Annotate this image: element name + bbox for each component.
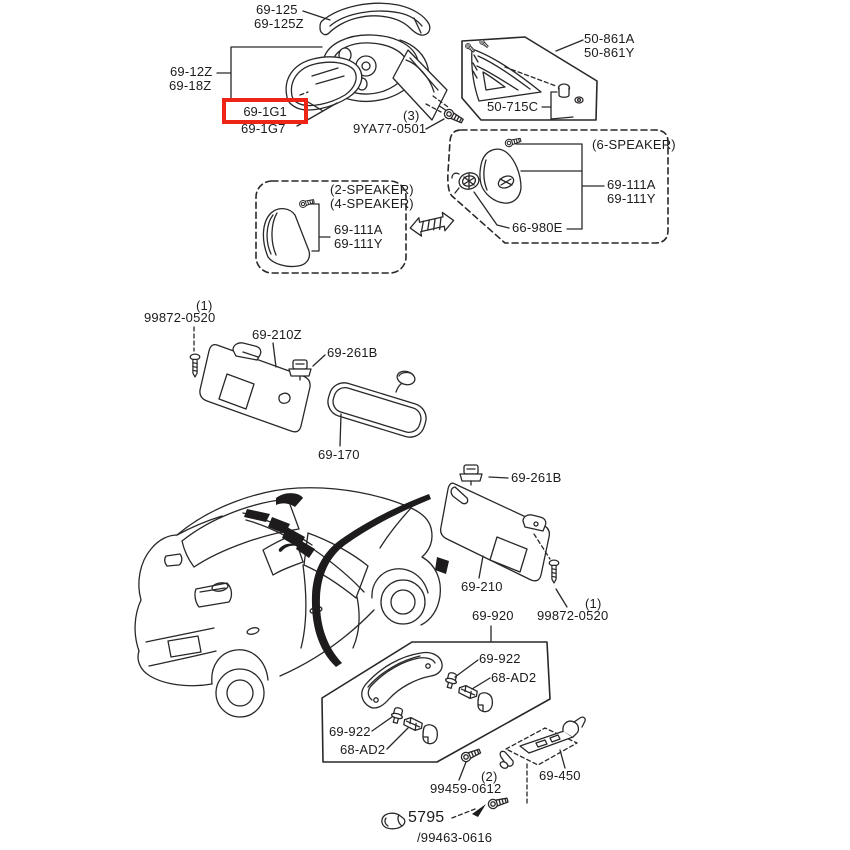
label-garnish[interactable]: 50-861A xyxy=(584,31,635,46)
label-speaker6-variant: (6-SPEAKER) xyxy=(592,137,676,152)
label-visorR-holder[interactable]: 69-261B xyxy=(511,470,562,485)
mirror-sail-panel-drawing xyxy=(392,49,449,121)
label-visorL-screw[interactable]: 99872-0520 xyxy=(144,310,216,325)
car-outline-drawing xyxy=(134,487,449,718)
label-mirror-assembly-alt[interactable]: 69-18Z xyxy=(169,78,212,93)
label-speaker24-variant1: (2-SPEAKER) xyxy=(330,182,414,197)
assist-handle-box xyxy=(321,625,551,763)
visor-screw-icon xyxy=(548,559,560,584)
label-speaker24-cover-alt[interactable]: 69-111Y xyxy=(334,236,383,251)
label-mirror-screw-qty: (3) xyxy=(403,108,420,123)
rearview-mirror-drawing xyxy=(327,370,427,447)
handle-cap-icon xyxy=(422,724,439,745)
label-bracket-screw-qty: (2) xyxy=(481,769,498,784)
garnish-screw-icon xyxy=(464,42,477,54)
label-handle-assembly[interactable]: 69-920 xyxy=(472,608,514,623)
footnote-screw-icon xyxy=(486,795,510,811)
label-visorL-screw-qty: (1) xyxy=(196,298,213,313)
speaker-6-box xyxy=(447,129,669,244)
handle-pin-icon xyxy=(389,705,406,725)
label-speaker6-tweeter[interactable]: 66-980E xyxy=(512,220,563,235)
label-handle-pin-lower[interactable]: 69-922 xyxy=(329,724,371,739)
highlight-box-mirror-glass[interactable]: 69-1G1 xyxy=(222,98,308,124)
corner-garnish-box xyxy=(461,36,598,121)
mirror-glass-drawing xyxy=(285,56,363,111)
label-footnote-ref[interactable]: 5795 xyxy=(408,809,445,826)
label-mirror-glass: 69-1G1 xyxy=(243,103,287,119)
tweeter-screw-icon xyxy=(503,135,523,149)
label-speaker24-cover[interactable]: 69-111A xyxy=(334,222,383,237)
speaker-24-box xyxy=(255,180,407,274)
tweeter-screw-icon xyxy=(298,197,316,209)
label-bracket[interactable]: 69-450 xyxy=(539,768,581,783)
label-visorR[interactable]: 69-210 xyxy=(461,579,503,594)
label-garnish-alt[interactable]: 50-861Y xyxy=(584,45,635,60)
label-handle-clip-lower[interactable]: 68-AD2 xyxy=(340,742,386,757)
handle-cap-icon xyxy=(477,692,494,713)
roof-trim-accents xyxy=(244,493,449,667)
visor-holder-icon xyxy=(459,464,483,486)
label-speaker6-cover[interactable]: 69-111A xyxy=(607,177,656,192)
speaker-unit-icon xyxy=(451,172,480,194)
label-speaker24-variant2: (4-SPEAKER) xyxy=(330,196,414,211)
label-mirror-glass-alt[interactable]: 69-1G7 xyxy=(241,121,286,136)
footnote-group xyxy=(381,795,510,830)
grab-handle-drawing xyxy=(361,651,443,709)
interchange-arrow-icon xyxy=(409,211,455,237)
label-footnote-code: /99463-0616 xyxy=(417,830,493,845)
label-handle-pin-upper[interactable]: 69-922 xyxy=(479,651,521,666)
bracket-screw-icon xyxy=(459,746,483,764)
label-bracket-screw[interactable]: 99459-0612 xyxy=(430,781,502,796)
mirror-screw-icon xyxy=(442,107,466,126)
hanger-bracket-drawing xyxy=(458,716,586,807)
visor-screw-icon xyxy=(189,353,201,378)
label-visorL[interactable]: 69-210Z xyxy=(252,327,302,342)
label-mirror-cover-alt[interactable]: 69-125Z xyxy=(254,16,304,31)
label-visorR-screw-qty: (1) xyxy=(585,596,602,611)
label-rearview-mirror[interactable]: 69-170 xyxy=(318,447,360,462)
label-handle-clip-upper[interactable]: 68-AD2 xyxy=(491,670,537,685)
label-mirror-assembly[interactable]: 69-12Z xyxy=(170,64,213,79)
label-visorL-holder[interactable]: 69-261B xyxy=(327,345,378,360)
accessory-ref-icon xyxy=(381,812,406,830)
handle-pin-icon xyxy=(443,670,460,690)
sunvisor-left-drawing xyxy=(189,326,326,433)
mirror-cover-drawing xyxy=(319,2,431,36)
sunvisor-right-drawing xyxy=(439,464,568,608)
label-mirror-screw[interactable]: 9YA77-0501 xyxy=(353,121,427,136)
label-visorR-screw[interactable]: 99872-0520 xyxy=(537,608,609,623)
label-speaker6-cover-alt[interactable]: 69-111Y xyxy=(607,191,656,206)
label-garnish-fastener[interactable]: 50-715C xyxy=(487,99,539,114)
grommet-icon xyxy=(557,83,584,104)
label-mirror-cover[interactable]: 69-125 xyxy=(256,2,298,17)
